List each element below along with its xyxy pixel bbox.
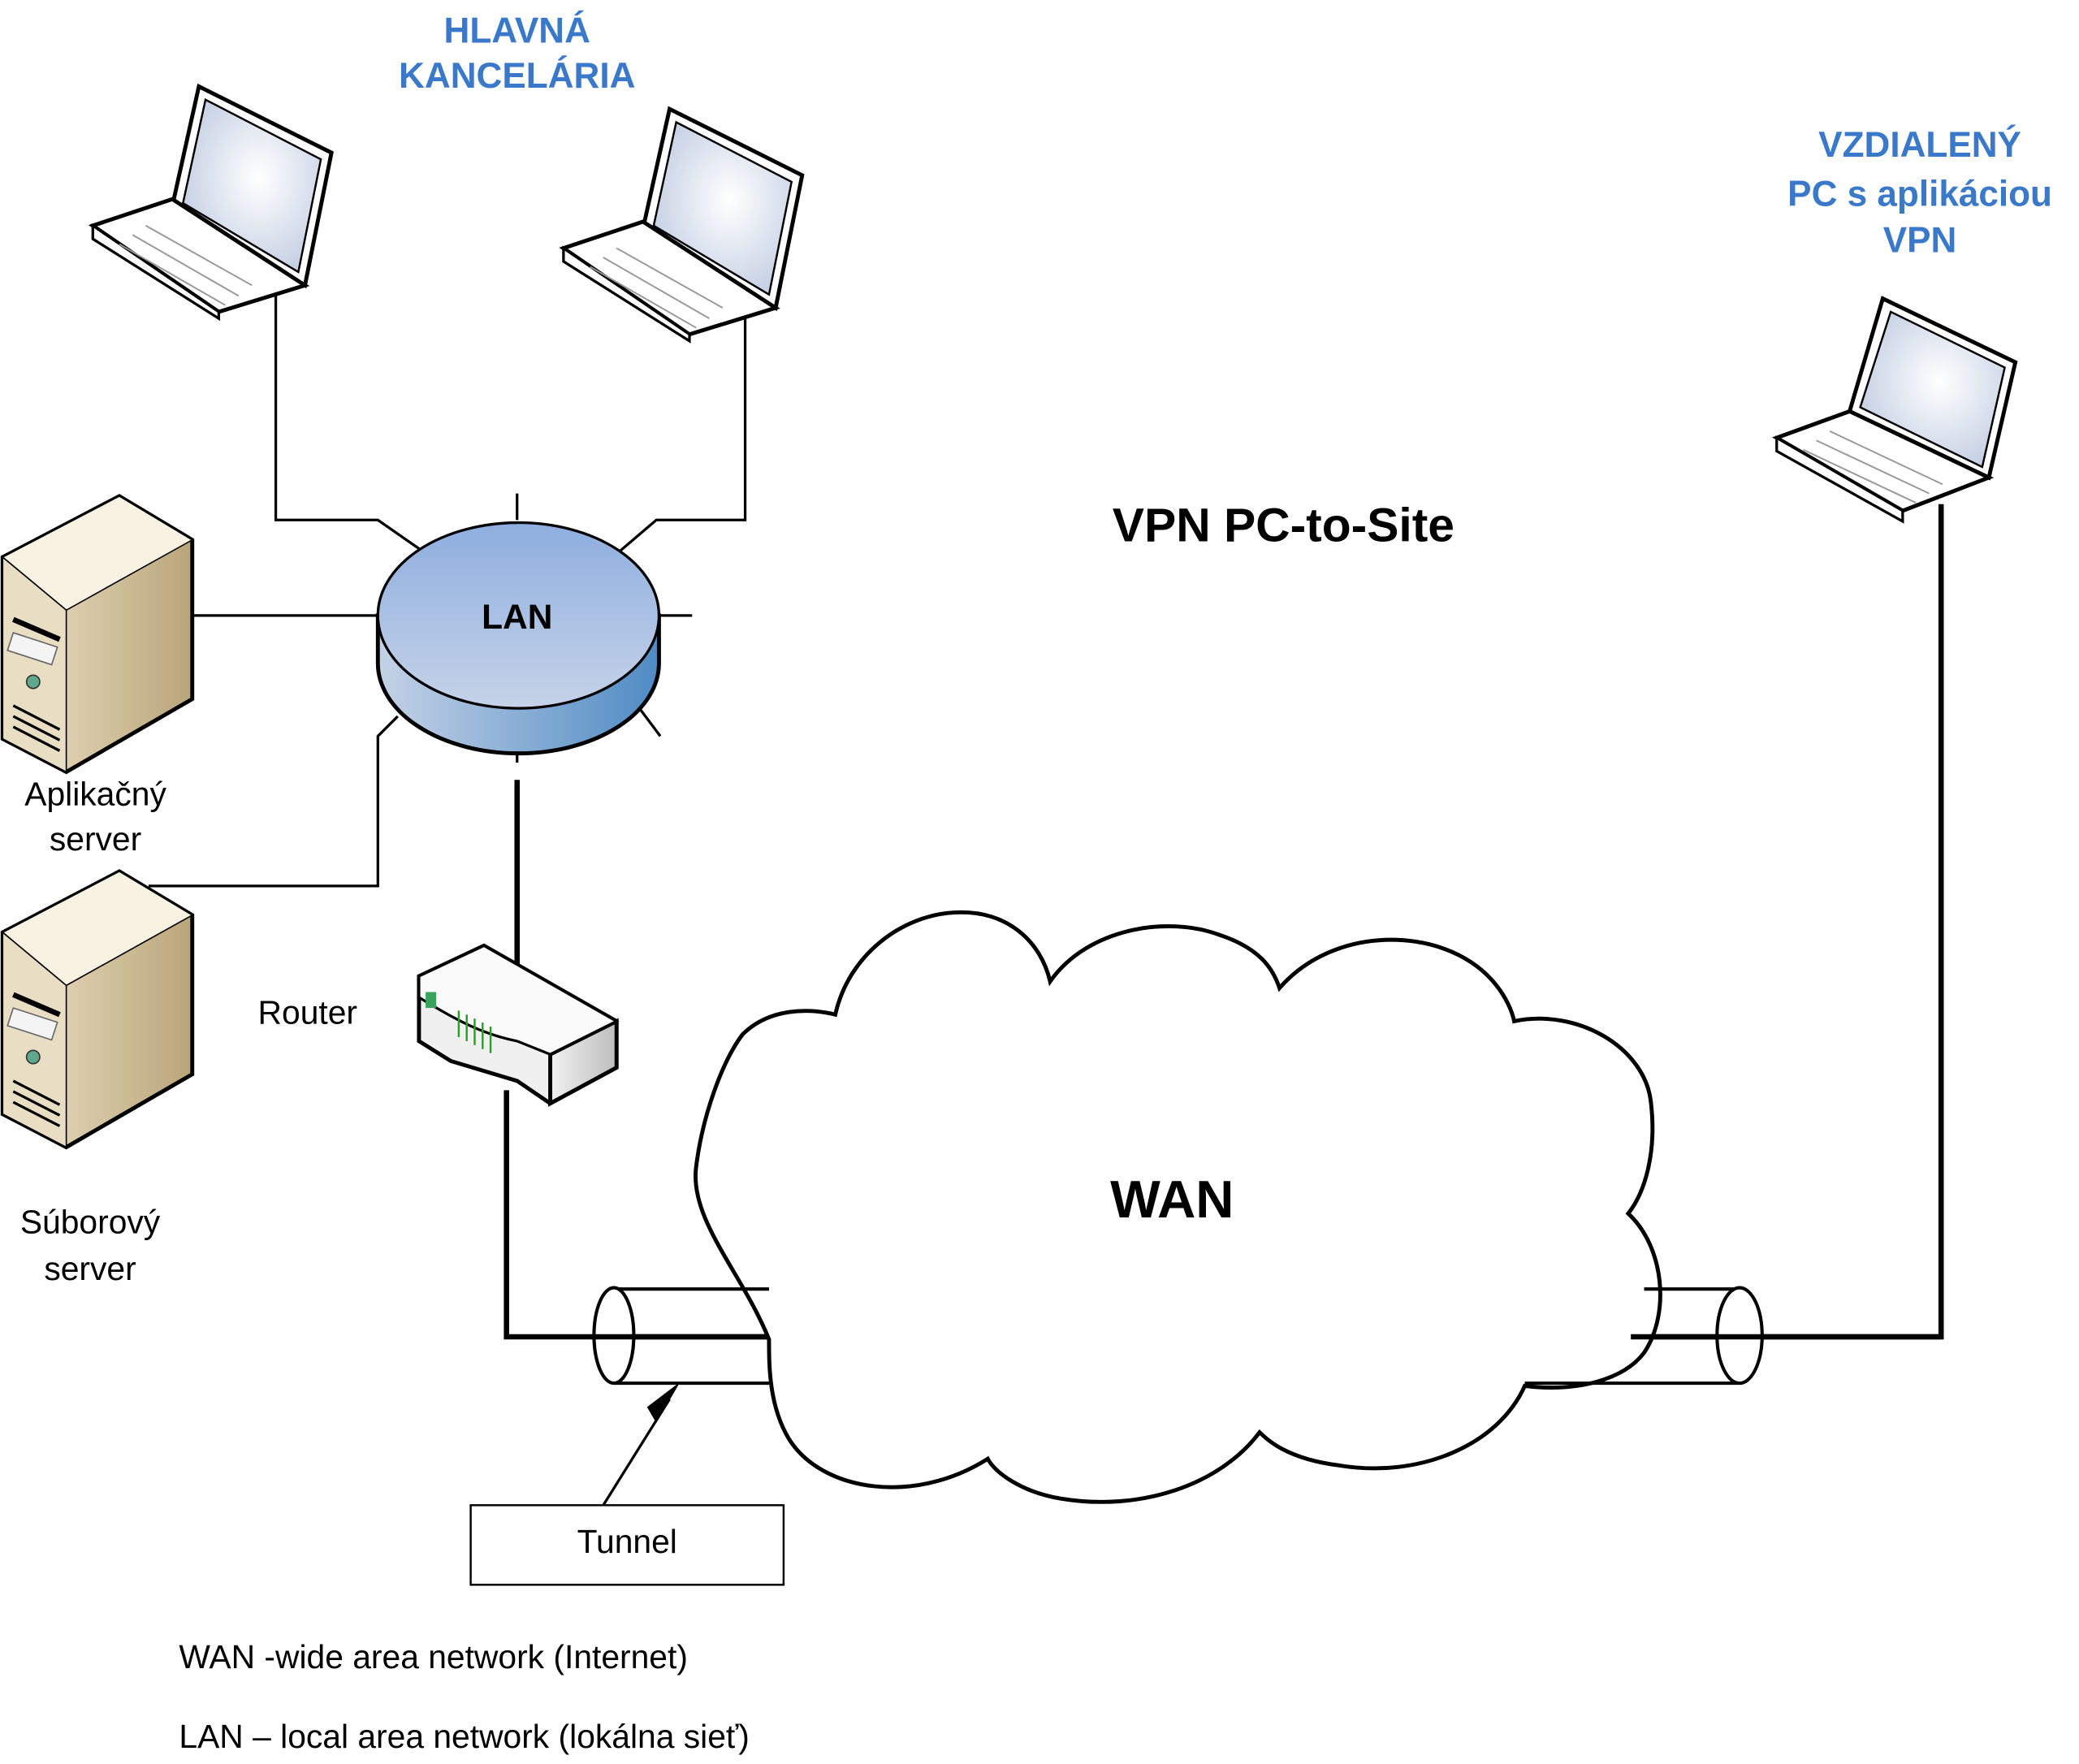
tunnel-right xyxy=(1524,1286,1942,1386)
app-server-label: Aplikačný server xyxy=(24,775,166,858)
remote-tunnel-link xyxy=(1631,504,1944,1340)
laptop1-link xyxy=(274,285,423,552)
file-server-label: Súborový server xyxy=(20,1204,161,1287)
tunnel-callout: Tunnel xyxy=(469,1381,785,1586)
arrow-head-icon xyxy=(646,1381,681,1424)
laptop-icon-office-2 xyxy=(559,106,805,344)
main-office-heading: HLAVNÁ KANCELÁRIA xyxy=(399,11,635,97)
tunnel-left xyxy=(591,1286,769,1386)
remote-pc-heading-line1: VZDIALENÝ xyxy=(1818,124,2021,165)
diagram-title: VPN PC-to-Site xyxy=(1113,499,1454,551)
lan-hub-icon: LAN xyxy=(375,521,661,756)
application-server-icon xyxy=(0,494,195,775)
lan-tick-bottom-right xyxy=(639,708,662,737)
laptop-icon-office-1 xyxy=(88,83,334,322)
lan-connections xyxy=(148,285,747,888)
svg-text:server: server xyxy=(50,820,141,858)
svg-text:Súborový: Súborový xyxy=(20,1204,161,1241)
main-office-heading-line2: KANCELÁRIA xyxy=(399,55,635,96)
wan-label: WAN xyxy=(1110,1170,1234,1229)
file-server-icon xyxy=(0,869,195,1150)
laptop2-link xyxy=(620,308,747,552)
tunnel-box xyxy=(469,1504,785,1586)
remote-pc-heading-line3: VPN xyxy=(1883,220,1957,260)
laptop-icon-remote xyxy=(1771,296,2018,524)
wan-cloud: WAN xyxy=(694,910,1662,1504)
tunnel-label: Tunnel xyxy=(577,1523,677,1560)
remote-pc-heading-line2: PC s aplikáciou xyxy=(1787,174,2052,214)
legend: WAN -wide area network (Internet) LAN – … xyxy=(179,1638,749,1755)
router-label: Router xyxy=(258,994,357,1031)
svg-text:Aplikačný: Aplikačný xyxy=(24,775,166,812)
remote-pc-heading: VZDIALENÝ PC s aplikáciou VPN xyxy=(1787,124,2052,261)
lan-label: LAN xyxy=(482,598,552,636)
file-server-link xyxy=(148,715,399,888)
legend-wan: WAN -wide area network (Internet) xyxy=(179,1638,688,1675)
router-icon xyxy=(417,943,620,1107)
legend-lan: LAN – local area network (lokálna sieť) xyxy=(179,1718,749,1755)
svg-text:server: server xyxy=(44,1250,136,1287)
main-office-heading-line1: HLAVNÁ xyxy=(444,11,590,51)
